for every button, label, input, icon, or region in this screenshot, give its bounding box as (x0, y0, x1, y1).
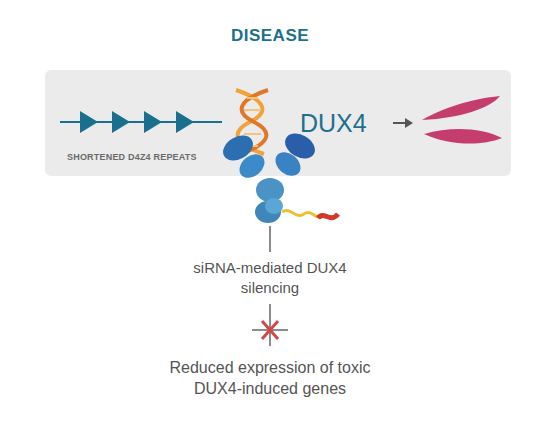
diagram-title: DISEASE (170, 26, 370, 46)
block-cross (262, 321, 278, 339)
connector-line (269, 304, 271, 346)
gene-name: DUX4 (300, 109, 400, 138)
repeat-chevron (112, 111, 130, 133)
dna-rung (247, 145, 258, 147)
repeat-chevron (80, 111, 98, 133)
dna-rung (244, 133, 261, 135)
gene-band: SHORTENED D4Z4 REPEATS DUX4 (45, 70, 511, 176)
dna-rung (247, 97, 258, 99)
block-cross (262, 321, 278, 339)
antibody-fc (255, 201, 281, 223)
connector-line (269, 226, 271, 252)
dna-rung (244, 109, 261, 111)
antibody-fab (235, 149, 269, 182)
muscle-cell (424, 129, 502, 144)
repeat-label: SHORTENED D4Z4 REPEATS (67, 152, 237, 162)
antibody-fab (271, 147, 305, 180)
repeat-line (60, 121, 222, 123)
repeat-chevron (144, 111, 162, 133)
antibody-illustration (219, 128, 338, 223)
mechanism-label: siRNA-mediated DUX4 silencing (190, 258, 350, 298)
arrow-head (405, 118, 413, 128)
dna-strand (240, 90, 268, 154)
antibody-fab (281, 128, 320, 163)
antibody-fab (219, 130, 258, 165)
antibody-fc (256, 178, 284, 202)
arrow-line (393, 122, 407, 124)
antibody-fc (265, 198, 283, 214)
outcome-label: Reduced expression of toxic DUX4-induced… (150, 357, 390, 399)
repeat-chevron (176, 111, 194, 133)
block-bar (252, 329, 288, 331)
dna-strand (236, 90, 264, 154)
sirna-linker (282, 210, 324, 217)
muscle-cell (422, 96, 500, 120)
sirna-strand (318, 214, 338, 218)
